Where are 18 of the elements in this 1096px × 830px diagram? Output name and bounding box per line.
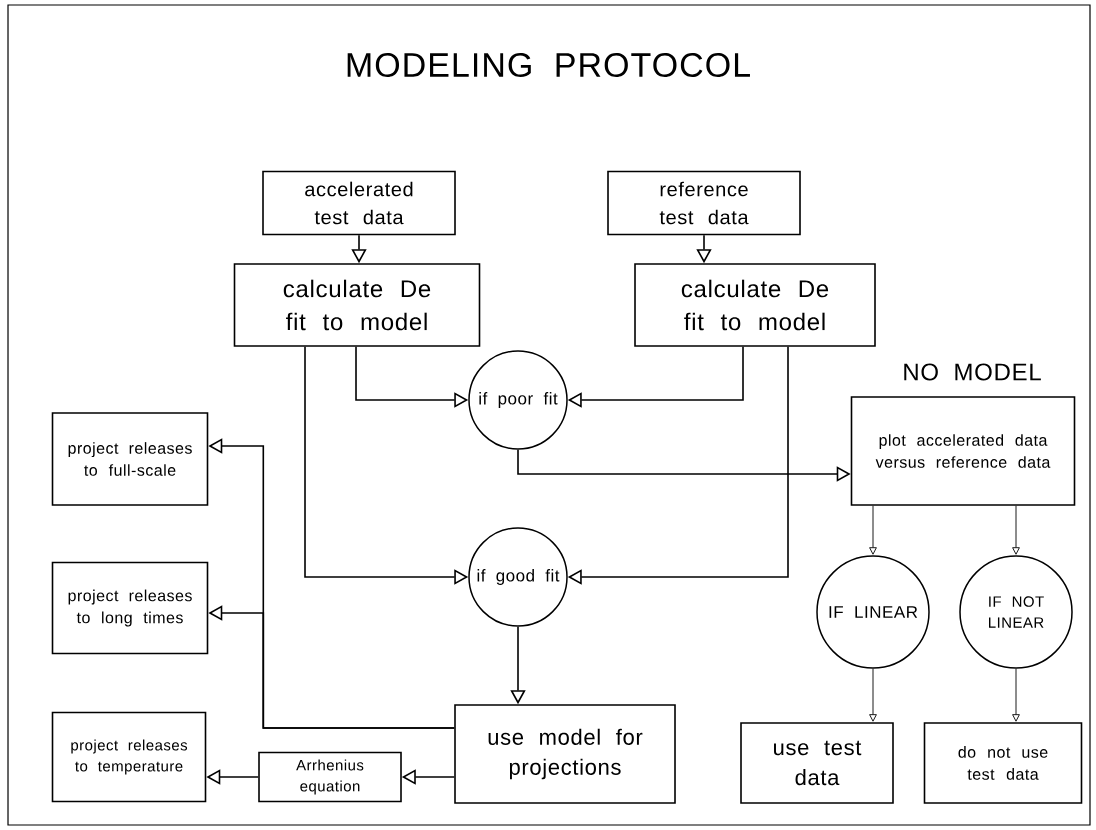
process-box: do not use test data [923,722,1083,804]
heading: NO MODEL [904,363,1041,381]
process-box: reference test data [607,170,801,236]
process-box: calculate De fit to model [634,263,876,347]
process-box: Arrhenius equation [258,751,402,803]
process-box: use model for projections [454,704,676,804]
process-box: accelerated test data [262,170,456,236]
arrow [869,505,877,555]
arrow [869,668,877,722]
arrow [1012,668,1020,722]
arrow [1012,505,1020,555]
process-box: use test data [740,722,894,804]
process-box: project releases to temperature [51,711,207,803]
process-box: plot accelerated data versus reference data [850,396,1076,506]
title: MODELING PROTOCOL [347,52,750,78]
process-box: project releases to full-scale [51,412,209,506]
process-box: project releases to long times [51,561,209,655]
process-box: calculate De fit to model [233,263,481,347]
